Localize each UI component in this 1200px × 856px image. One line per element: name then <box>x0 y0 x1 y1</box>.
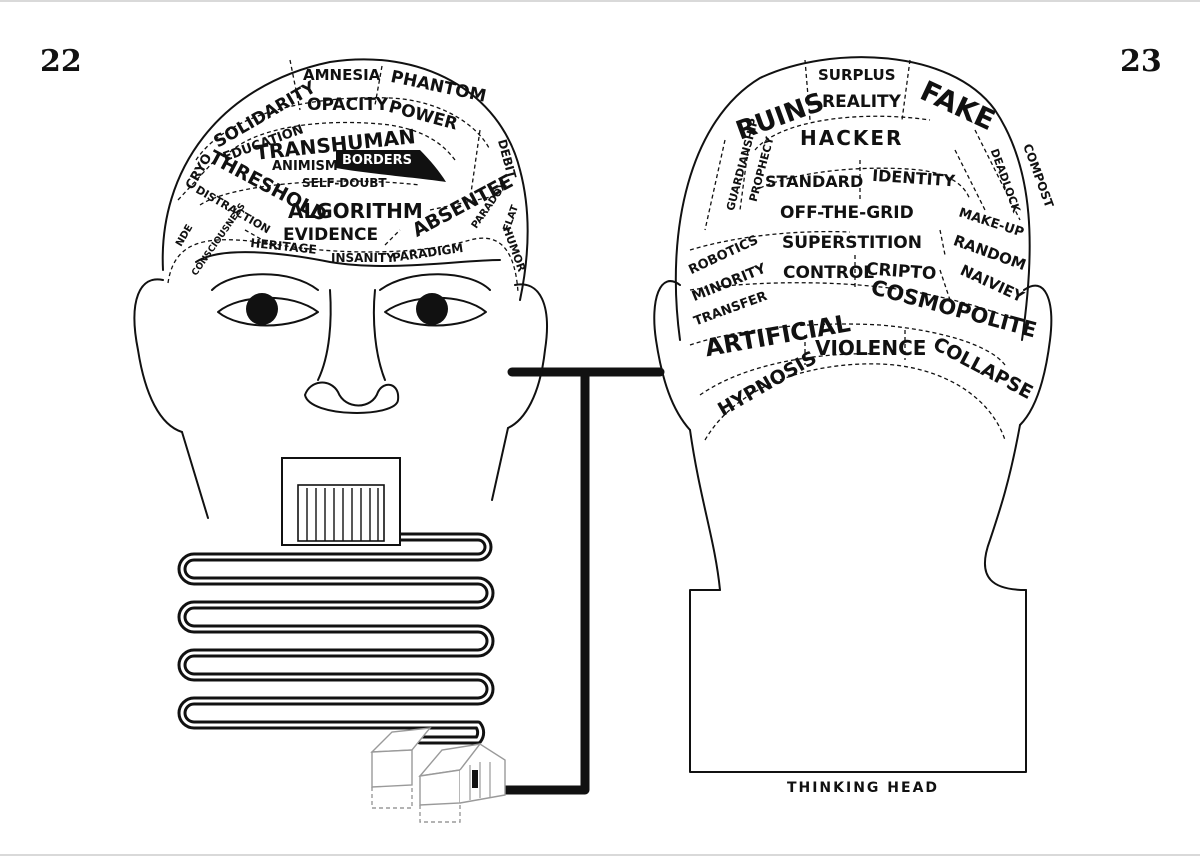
pipe-network-icon <box>177 367 665 795</box>
word-evidence: EVIDENCE <box>283 225 378 245</box>
back-head-icon <box>653 56 1053 773</box>
word-amnesia: AMNESIA <box>303 66 381 84</box>
word-fake: FAKE <box>915 74 1000 137</box>
word-off-the-grid: OFF-THE-GRID <box>780 203 914 223</box>
left-head-labels: SOLIDARITY AMNESIA PHANTOM EDUCATION OPA… <box>174 66 528 278</box>
word-superstition: SUPERSTITION <box>782 233 922 253</box>
word-surplus: SURPLUS <box>818 66 896 84</box>
word-algorithm: ALGORITHM <box>288 199 423 223</box>
word-violence: VIOLENCE <box>815 336 926 360</box>
word-insanity: INSANITY <box>331 251 395 265</box>
word-control: CONTROL <box>783 263 874 283</box>
word-animism: ANIMISM <box>272 159 338 174</box>
front-head-icon <box>133 58 548 546</box>
word-reality: REALITY <box>822 92 902 112</box>
word-collapse: COLLAPSE <box>929 333 1036 404</box>
house-icon <box>370 727 506 823</box>
word-standard: STANDARD <box>765 172 863 191</box>
figure-caption: THINKING HEAD <box>786 780 940 796</box>
word-paradigm: PARADIGM <box>391 241 464 265</box>
word-borders: BORDERS <box>342 153 412 168</box>
word-compost: COMPOST <box>1020 142 1056 210</box>
word-hacker: HACKER <box>800 126 903 150</box>
word-heritage: HERITAGE <box>250 236 318 257</box>
page-number-left: 22 <box>40 44 82 79</box>
word-identity: IDENTITY <box>872 166 956 191</box>
word-humor: HUMOR <box>500 225 528 274</box>
word-self-doubt: SELF-DOUBT <box>302 176 387 190</box>
word-opacity: OPACITY <box>307 95 389 115</box>
word-nde: NDE <box>174 223 195 249</box>
page-number-right: 23 <box>1120 44 1162 79</box>
word-cripto: CRIPTO <box>865 259 937 284</box>
